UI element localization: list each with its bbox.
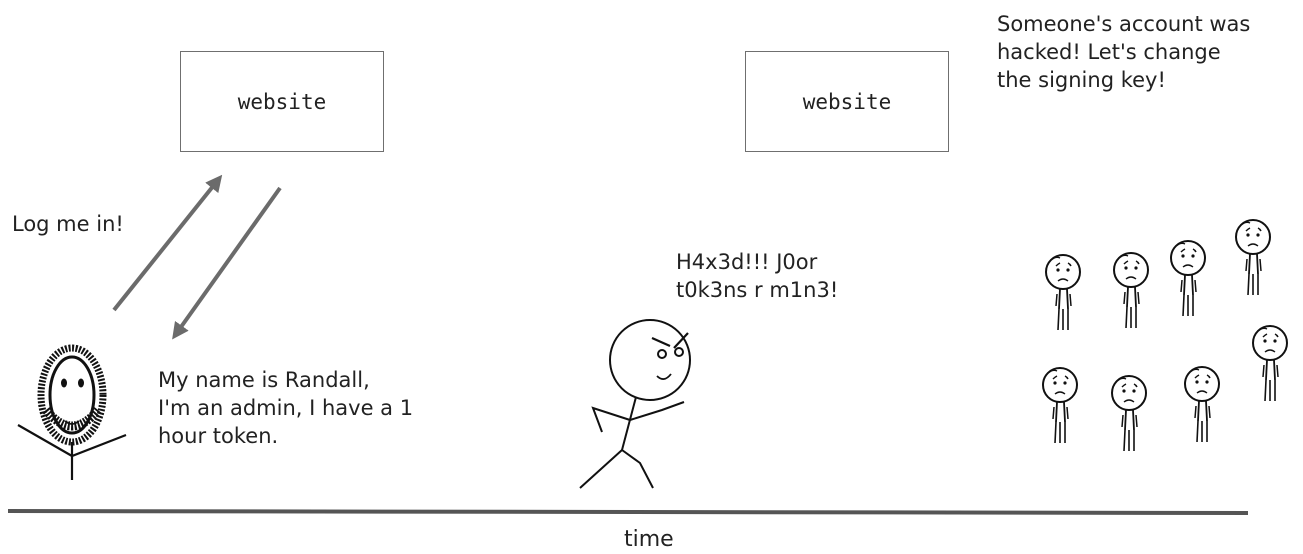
time-axis-label: time xyxy=(624,527,674,552)
randall-figure xyxy=(17,344,127,480)
announce-caption-line2: hacked! Let's change xyxy=(997,40,1221,64)
login-arrow xyxy=(112,174,223,312)
time-axis-line xyxy=(7,509,1249,515)
website-box-right-label: website xyxy=(802,89,892,114)
hacker-caption-line1: H4x3d!!! J0or xyxy=(676,250,818,274)
sad-crowd xyxy=(1042,219,1288,452)
website-box-right: website xyxy=(745,51,949,152)
token-caption: My name is Randall, I'm an admin, I have… xyxy=(158,366,413,450)
announce-caption-line1: Someone's account was xyxy=(997,12,1251,36)
hacker-caption: H4x3d!!! J0or t0k3ns r m1n3! xyxy=(676,248,838,304)
login-caption: Log me in! xyxy=(12,212,124,236)
hacker-caption-line2: t0k3ns r m1n3! xyxy=(676,278,839,302)
announce-caption: Someone's account was hacked! Let's chan… xyxy=(997,10,1250,94)
website-box-left: website xyxy=(180,51,384,152)
token-arrow xyxy=(172,186,282,340)
token-caption-line2: I'm an admin, I have a 1 xyxy=(158,396,414,420)
announce-caption-line3: the signing key! xyxy=(997,68,1166,92)
website-box-left-label: website xyxy=(237,89,327,114)
hacker-figure xyxy=(579,319,691,489)
token-caption-line1: My name is Randall, xyxy=(158,368,370,392)
token-caption-line3: hour token. xyxy=(158,424,279,448)
